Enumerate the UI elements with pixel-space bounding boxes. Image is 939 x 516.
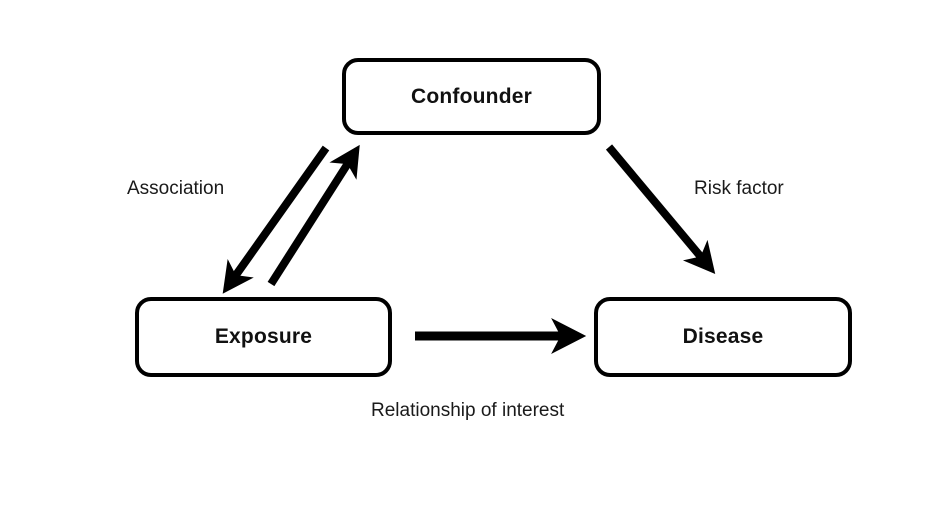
arrow-confounder-to-exposure bbox=[222, 145, 330, 294]
node-exposure-label: Exposure bbox=[214, 325, 313, 348]
arrow-exposure-to-confounder bbox=[267, 144, 360, 287]
edge-label-risk-factor: Risk factor bbox=[694, 178, 784, 199]
arrow-confounder-to-disease bbox=[605, 144, 716, 275]
node-disease-label: Disease bbox=[682, 325, 764, 348]
node-confounder[interactable]: Confounder bbox=[342, 58, 601, 135]
edge-label-relationship-of-interest: Relationship of interest bbox=[371, 400, 565, 421]
node-disease[interactable]: Disease bbox=[594, 297, 852, 377]
node-confounder-label: Confounder bbox=[411, 84, 532, 108]
node-exposure[interactable]: Exposure bbox=[135, 297, 392, 377]
edge-label-association: Association bbox=[127, 178, 225, 199]
